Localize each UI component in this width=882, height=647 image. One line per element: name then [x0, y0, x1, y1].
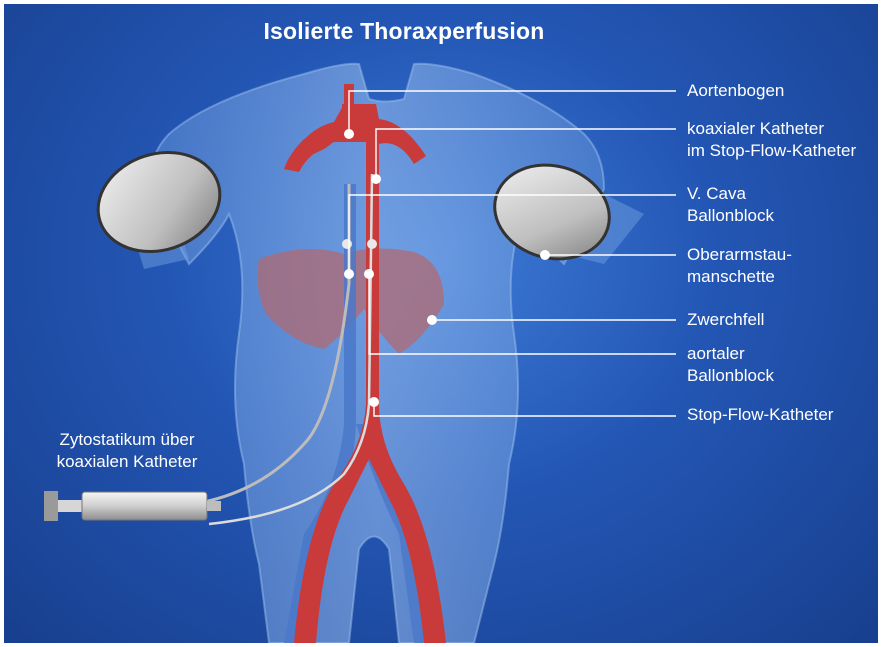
dot-aortenbogen: [344, 129, 354, 139]
label-koaxialer-line1: koaxialer Katheter: [687, 118, 856, 140]
label-vcava-line1: V. Cava: [687, 183, 774, 205]
dot-vcava: [344, 269, 354, 279]
dot-koaxialer: [371, 174, 381, 184]
balloon-marker-vcava-left: [342, 239, 352, 249]
balloon-marker-vcava-right: [367, 239, 377, 249]
diagram-title: Isolierte Thoraxperfusion: [4, 18, 804, 45]
label-vcava-ballonblock: V. Cava Ballonblock: [687, 183, 774, 227]
label-aortaler-ballonblock: aortaler Ballonblock: [687, 343, 774, 387]
label-koaxialer-katheter: koaxialer Katheter im Stop-Flow-Katheter: [687, 118, 856, 162]
diagram-frame: Isolierte Thoraxperfusion Aortenbogen ko…: [4, 4, 878, 643]
label-aortal-line1: aortaler: [687, 343, 774, 365]
label-zyto-line1: Zytostatikum über: [42, 429, 212, 451]
label-vcava-line2: Ballonblock: [687, 205, 774, 227]
dot-zwerchfell: [427, 315, 437, 325]
label-oberarmstaumanschette: Oberarmstau- manschette: [687, 244, 792, 288]
label-aortal-line2: Ballonblock: [687, 365, 774, 387]
label-oberarm-line1: Oberarmstau-: [687, 244, 792, 266]
label-oberarm-line2: manschette: [687, 266, 792, 288]
dot-oberarm: [540, 250, 550, 260]
label-aortenbogen: Aortenbogen: [687, 80, 784, 102]
syringe: [44, 491, 221, 521]
label-zytostatikum: Zytostatikum über koaxialen Katheter: [42, 429, 212, 473]
label-koaxialer-line2: im Stop-Flow-Katheter: [687, 140, 856, 162]
dot-aortal: [364, 269, 374, 279]
label-zyto-line2: koaxialen Katheter: [42, 451, 212, 473]
label-zwerchfell: Zwerchfell: [687, 309, 764, 331]
dot-stopflow: [369, 397, 379, 407]
label-stop-flow-katheter: Stop-Flow-Katheter: [687, 404, 833, 426]
